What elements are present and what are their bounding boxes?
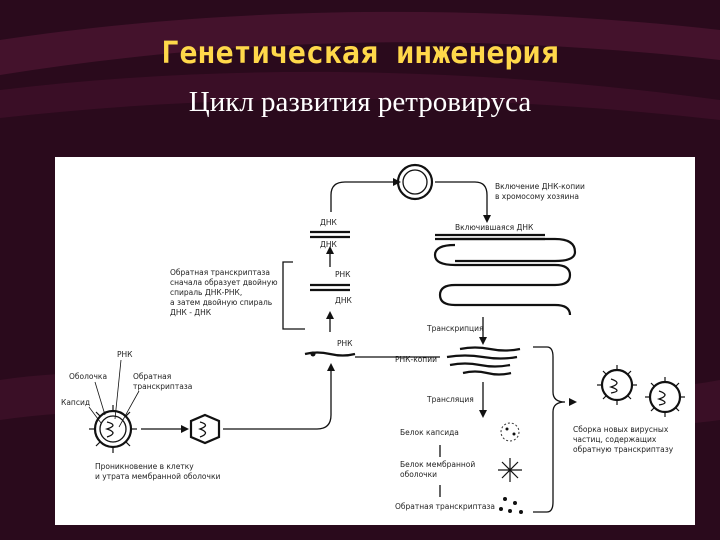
- label-integration-2: в хромосому хозяина: [495, 192, 579, 201]
- label-rna-mid: РНК: [335, 270, 351, 279]
- new-virus-particle-1: [597, 365, 637, 405]
- label-virus-rt-1: Обратная: [133, 372, 171, 381]
- label-virus-envelope: Оболочка: [69, 372, 107, 381]
- host-chromosome: [433, 243, 572, 316]
- label-dna-top-1: ДНК: [320, 218, 337, 227]
- label-penetration-2: и утрата мембранной оболочки: [95, 472, 220, 481]
- label-rna-copies: РНК-копии: [395, 355, 437, 364]
- label-rna-low: РНК: [337, 339, 353, 348]
- label-assembly-1: Сборка новых вирусных: [573, 425, 669, 434]
- label-membrane-protein-1: Белок мембранной: [400, 460, 475, 469]
- slide-subtitle: Цикл развития ретровируса: [188, 86, 532, 118]
- label-virus-rna: РНК: [117, 350, 133, 359]
- slide-title: Генетическая инженерия: [161, 36, 559, 71]
- label-capsid-protein: Белок капсида: [400, 428, 459, 437]
- new-virus-particle-2: [645, 377, 685, 417]
- label-assembly-3: обратную транскриптазу: [573, 445, 674, 454]
- arrow-capsid-to-rna: [223, 369, 332, 430]
- arrow-to-integration: [435, 181, 488, 217]
- rt-note-line-4: а затем двойную спираль: [170, 298, 272, 307]
- label-membrane-protein-2: оболочки: [400, 470, 437, 479]
- reverse-transcriptase-dots: [499, 497, 523, 514]
- label-assembly-2: частиц, содержащих: [573, 435, 657, 444]
- label-dna-top-2: ДНК: [320, 240, 337, 249]
- label-dna-mid: ДНК: [335, 296, 352, 305]
- infecting-virus: [89, 405, 137, 453]
- label-integrated-dna: Включившаяся ДНК: [455, 223, 534, 232]
- diagram-canvas: Включение ДНК-копии в хромосому хозяина …: [61, 163, 685, 514]
- retrovirus-cycle-diagram: Включение ДНК-копии в хромосому хозяина …: [55, 157, 695, 525]
- capsid-protein-particles: [500, 422, 520, 442]
- circular-dna-inner: [402, 169, 428, 195]
- arrow-to-circle: [330, 181, 393, 212]
- label-integration-1: Включение ДНК-копии: [495, 182, 585, 191]
- assembly-bracket: [533, 346, 566, 513]
- label-transcription: Транскрипция: [426, 324, 484, 333]
- label-virus-rt-2: транскриптаза: [133, 382, 192, 391]
- label-virus-capsid: Капсид: [61, 398, 90, 407]
- membrane-protein-particles: [498, 458, 522, 482]
- label-reverse-transcriptase: Обратная транскриптаза: [395, 502, 495, 511]
- uncoated-capsid: [189, 413, 221, 445]
- rt-note-line-2: сначала образует двойную: [170, 278, 278, 287]
- label-translation: Трансляция: [426, 395, 474, 404]
- rt-note-line-3: спираль ДНК-РНК,: [170, 288, 242, 297]
- host-chromosome-top: [450, 237, 577, 263]
- rt-bracket: [282, 261, 305, 330]
- rt-note-line-1: Обратная транскриптаза: [170, 268, 270, 277]
- rt-note-line-5: ДНК - ДНК: [170, 308, 212, 317]
- label-penetration-1: Проникновение в клетку: [95, 462, 194, 471]
